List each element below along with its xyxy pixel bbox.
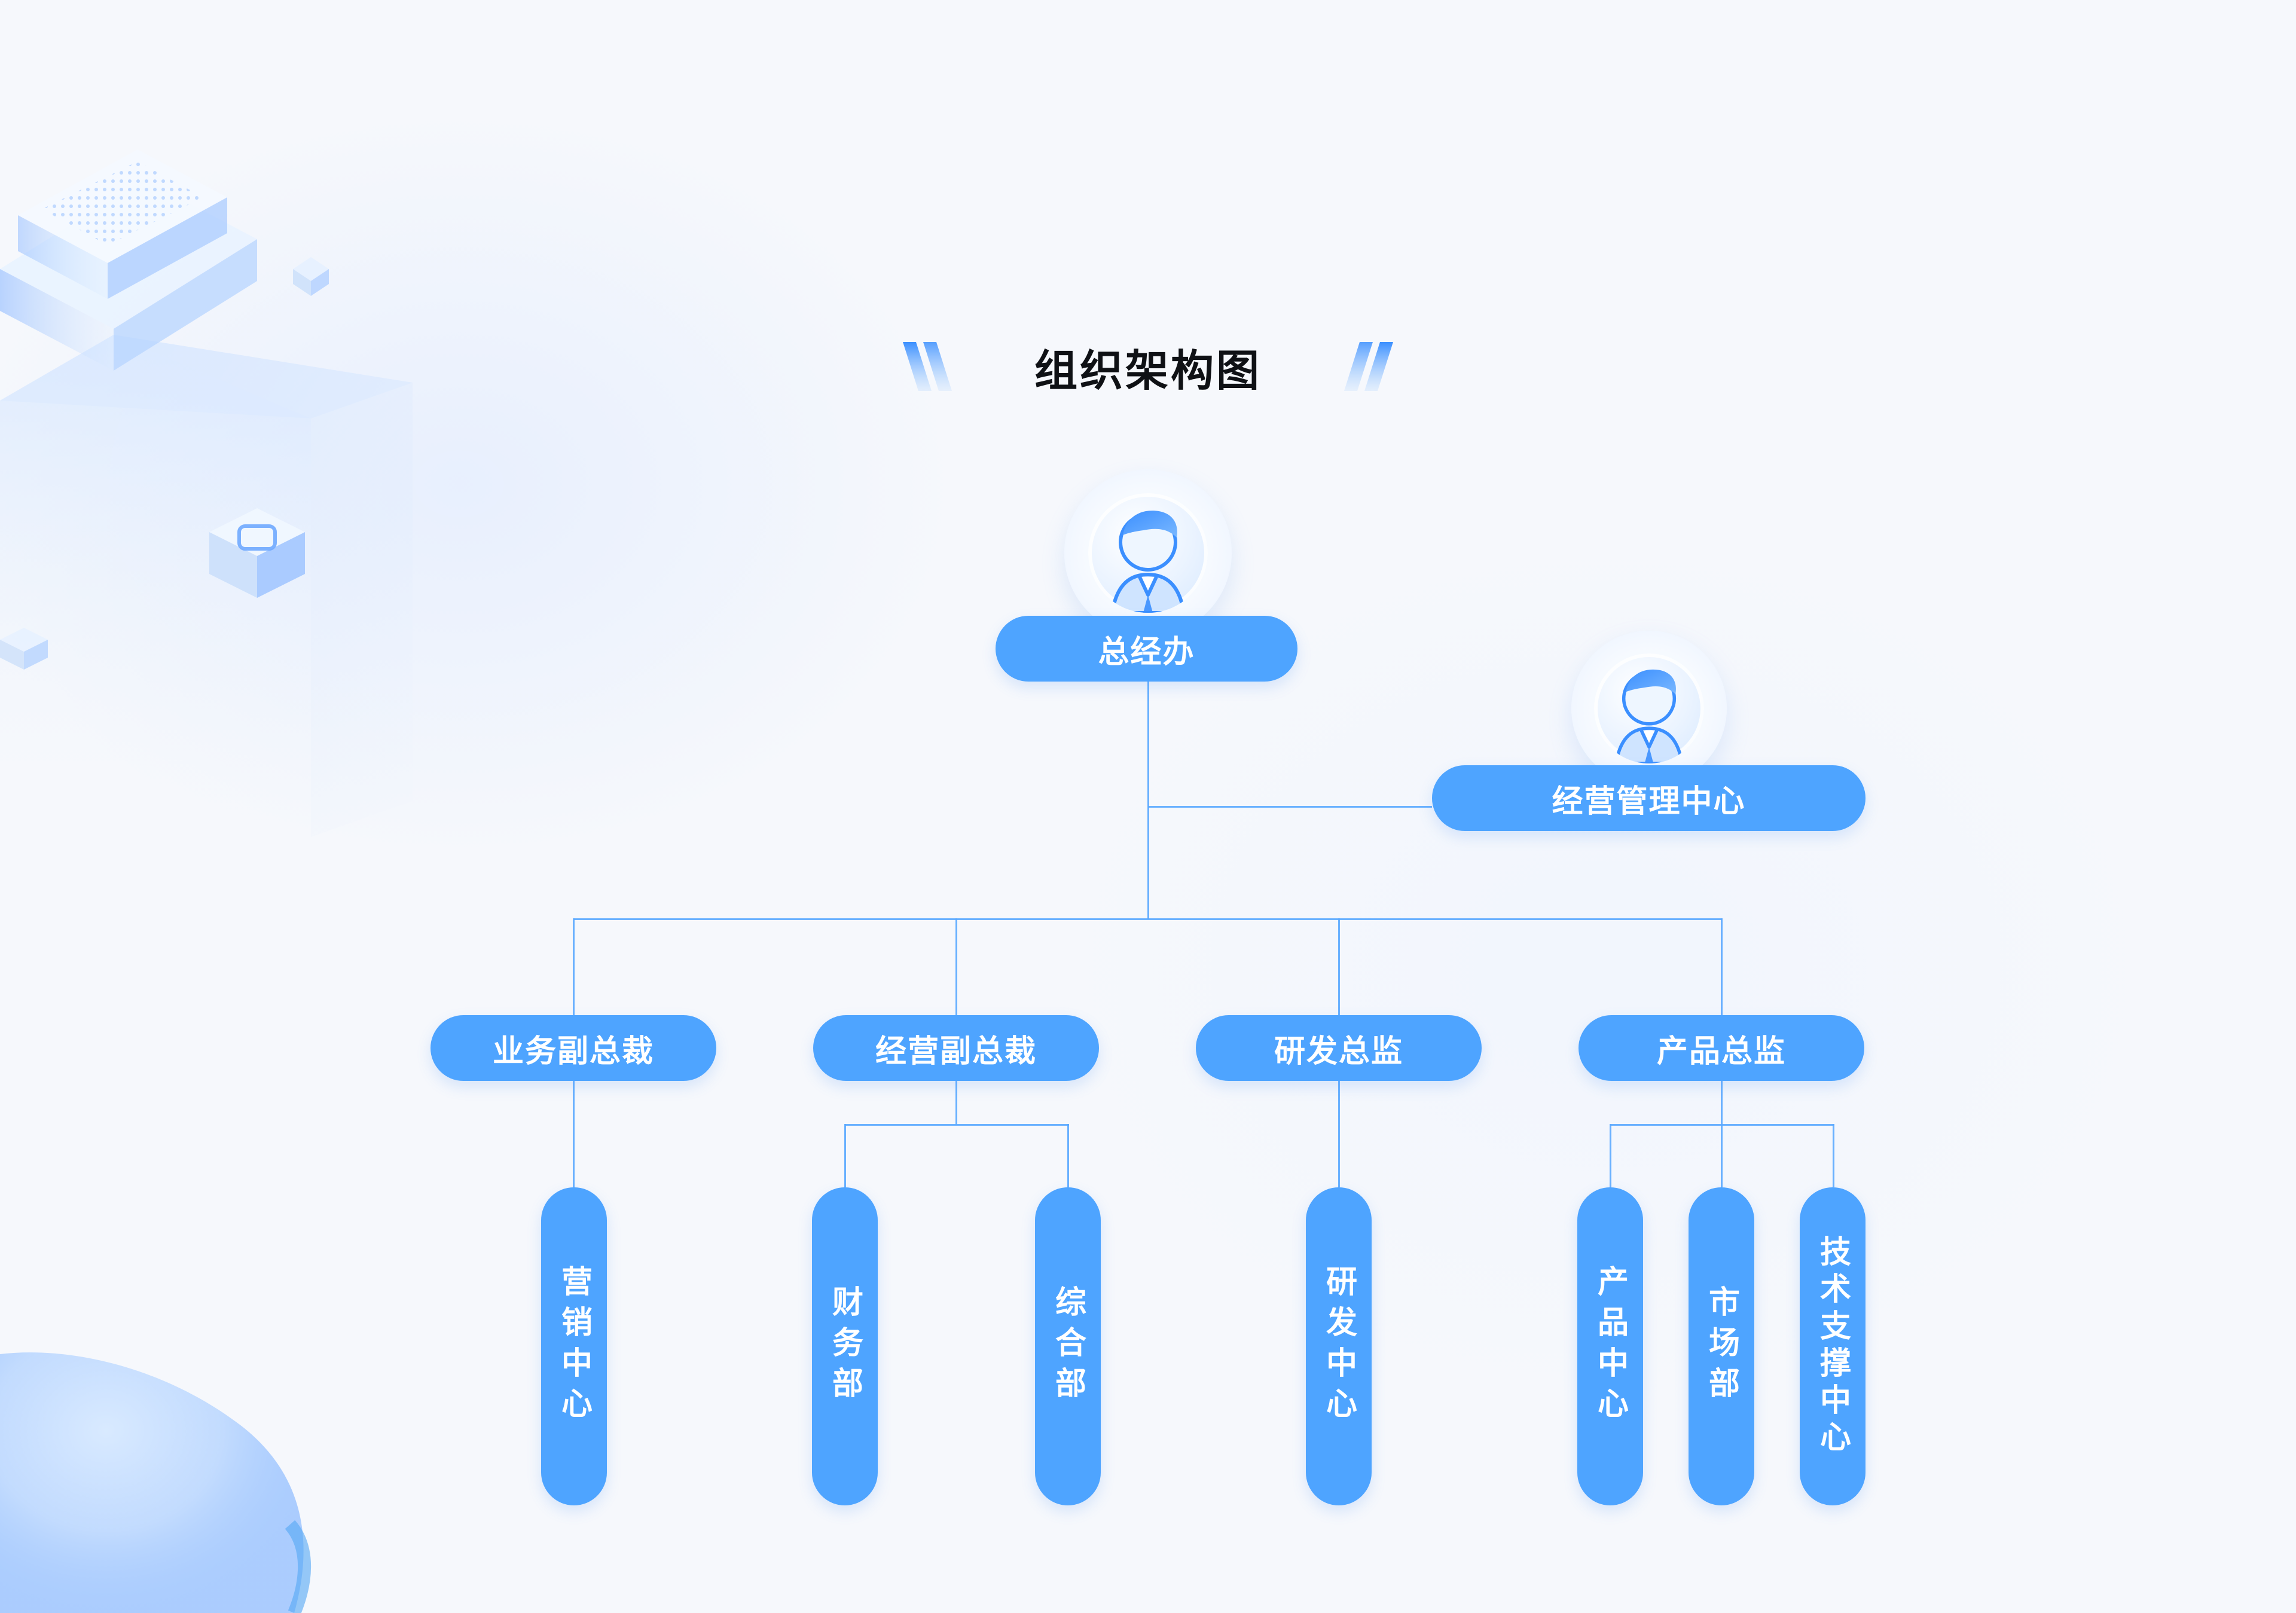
connector-top-vertical <box>1147 679 1149 919</box>
connector-l2-4-down <box>1721 1081 1723 1125</box>
connector-l2-2-bus <box>845 1124 1069 1126</box>
title-left-slashes-icon <box>903 342 952 391</box>
node-side: 经营管理中心 <box>1432 765 1866 831</box>
connector-l2-4-drop-mid <box>1721 1124 1723 1187</box>
page-title: 组织架构图 <box>1034 346 1262 396</box>
person-avatar-icon <box>1110 511 1186 613</box>
node-level3-6: 市场部 <box>1689 1187 1754 1505</box>
connector-level2-drop-2 <box>955 918 957 1015</box>
node-level3-3: 综合部 <box>1035 1187 1101 1505</box>
connector-l2-2-drop-right <box>1067 1124 1069 1187</box>
node-level3-7: 技术支撑中心 <box>1800 1187 1866 1505</box>
side-avatar <box>1571 631 1727 786</box>
person-avatar-icon <box>1614 669 1684 763</box>
node-level3-5: 产品中心 <box>1577 1187 1643 1505</box>
top-avatar <box>1064 469 1232 637</box>
decorative-blob <box>0 1352 312 1613</box>
connector-l2-3-to-l3 <box>1338 1081 1340 1187</box>
node-level2-4: 产品总监 <box>1578 1015 1864 1081</box>
node-level3-1: 营销中心 <box>541 1187 607 1505</box>
connector-l2-2-down <box>955 1081 957 1125</box>
node-level3-4: 研发中心 <box>1306 1187 1372 1505</box>
node-level2-2: 经营副总裁 <box>813 1015 1099 1081</box>
connector-level2-drop-4 <box>1721 918 1723 1015</box>
title-right-slashes-icon <box>1344 342 1393 391</box>
connector-level2-bus <box>574 918 1722 920</box>
connector-l2-1-to-l3 <box>573 1081 575 1187</box>
connector-l2-2-drop-left <box>844 1124 846 1187</box>
connector-l2-4-drop-right <box>1833 1124 1834 1187</box>
node-level2-3: 研发总监 <box>1196 1015 1482 1081</box>
node-level3-2: 财务部 <box>812 1187 878 1505</box>
connector-level2-drop-1 <box>573 918 575 1015</box>
connector-l2-4-drop-left <box>1610 1124 1611 1187</box>
decorative-isometric-illustration <box>0 149 413 837</box>
connector-level2-drop-3 <box>1338 918 1340 1015</box>
node-top: 总经办 <box>996 616 1297 682</box>
connector-side-horizontal <box>1148 806 1432 808</box>
node-level2-1: 业务副总裁 <box>430 1015 716 1081</box>
